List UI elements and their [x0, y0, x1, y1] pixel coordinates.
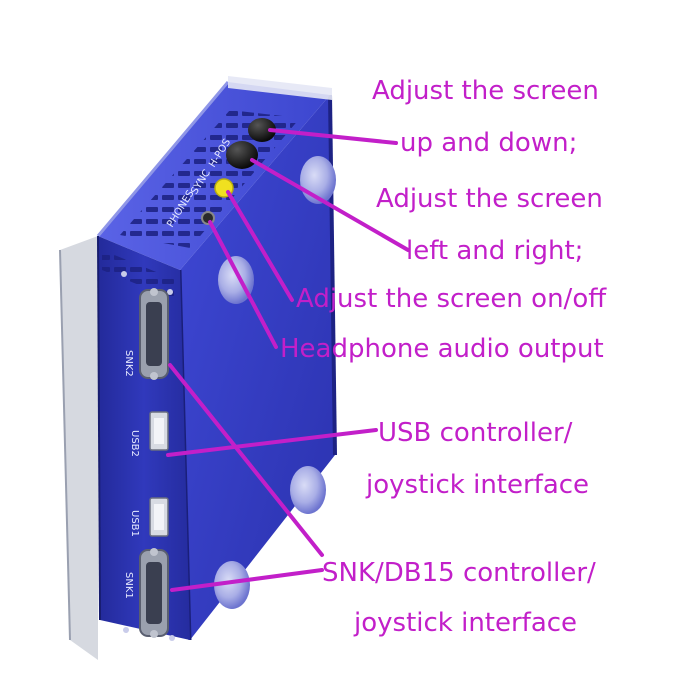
- annotation-up-down: Adjust the screen: [372, 76, 599, 106]
- port-usb1: [149, 497, 169, 537]
- annotation-headphone: Headphone audio output: [280, 334, 604, 364]
- callout-arrows: [166, 128, 410, 592]
- label-usb2: USB2: [129, 430, 140, 457]
- annotation-up-down-line2: up and down;: [400, 128, 578, 158]
- annotation-usb-line2: joystick interface: [366, 470, 590, 500]
- arrow-headphone: [208, 220, 278, 349]
- arrow-up-down: [268, 128, 398, 145]
- arrow-snk2: [168, 363, 324, 557]
- annotation-left-right: Adjust the screen: [376, 184, 603, 214]
- port-snk2: [139, 288, 169, 380]
- annotation-db15: SNK/DB15 controller/: [322, 558, 596, 588]
- port-snk1: [139, 548, 169, 638]
- control-knobs: [201, 118, 276, 225]
- annotation-usb: USB controller/: [378, 418, 573, 448]
- vertical-position-knob: [248, 118, 276, 142]
- annotation-on-off: Adjust the screen on/off: [296, 284, 607, 314]
- label-snk1: SNK1: [123, 572, 134, 599]
- annotation-left-right-line2: left and right;: [406, 236, 584, 266]
- acrylic-back-plate: [59, 236, 98, 660]
- arrow-on-off: [226, 190, 294, 302]
- arrow-snk1: [170, 568, 324, 592]
- arrow-left-right: [250, 158, 410, 252]
- label-snk2: SNK2: [123, 350, 134, 377]
- annotation-db15-line2: joystick interface: [354, 608, 578, 638]
- arrow-usb: [166, 428, 378, 457]
- horizontal-position-knob: [226, 141, 258, 169]
- port-usb2: [149, 411, 169, 451]
- label-usb1: USB1: [129, 510, 140, 537]
